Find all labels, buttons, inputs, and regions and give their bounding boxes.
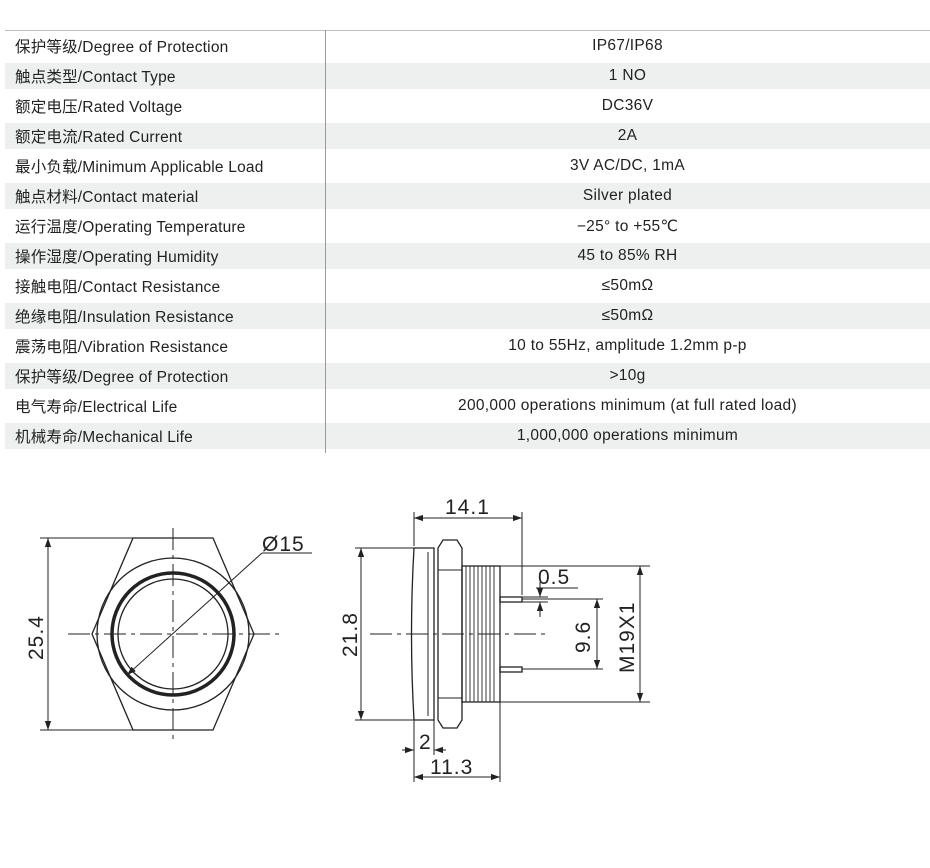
thread-label: M19X1 [616,601,639,673]
body-length-label: 11.3 [430,756,473,779]
spec-label: 最小负载/Minimum Applicable Load [15,159,264,176]
spec-row: 操作湿度/Operating Humidity 45 to 85% RH [5,243,930,269]
spec-value: DC36V [601,97,654,114]
terminal-top [499,596,523,603]
spec-value: 45 to 85% RH [577,247,678,264]
terminal-thickness-label: 0.5 [538,566,570,589]
spec-label: 电气寿命/Electrical Life [15,399,178,416]
front-diameter-label: Ø15 [262,533,305,556]
spec-label: 操作湿度/Operating Humidity [15,249,219,266]
spec-label: 机械寿命/Mechanical Life [15,429,194,446]
spec-value: ≤50mΩ [601,277,654,294]
spec-row: 额定电流/Rated Current 2A [5,123,930,149]
spec-label: 运行温度/Operating Temperature [15,219,246,236]
side-view [355,512,650,782]
spec-label: 触点类型/Contact Type [15,69,176,86]
spec-label: 接触电阻/Contact Resistance [15,279,221,296]
spec-row: 保护等级/Degree of Protection IP67/IP68 [5,33,930,59]
front-view [40,528,312,742]
diameter-leader [126,552,263,676]
spec-value: ≤50mΩ [601,307,654,324]
spec-row: 震荡电阻/Vibration Resistance 10 to 55Hz, amp… [5,333,930,359]
spec-row: 绝缘电阻/Insulation Resistance ≤50mΩ [5,303,930,329]
spec-value: 200,000 operations minimum (at full rate… [458,397,797,414]
terminal-bottom [499,666,523,673]
spec-row: 接触电阻/Contact Resistance ≤50mΩ [5,273,930,299]
hex-nut-outline [91,537,255,731]
spec-row: 运行温度/Operating Temperature −25° to +55℃ [5,213,930,239]
dimension-drawing: 25.4 Ø15 [25,496,650,782]
side-hex-nut [437,539,463,729]
spec-label: 绝缘电阻/Insulation Resistance [15,309,234,326]
spec-label: 触点材料/Contact material [15,189,199,206]
spec-value: 1,000,000 operations minimum [516,427,739,444]
spec-row: 额定电压/Rated Voltage DC36V [5,93,930,119]
spec-row: 触点类型/Contact Type 1 NO [5,63,930,89]
spec-value: 2A [617,127,638,144]
spec-value: 1 NO [608,67,647,84]
spec-label: 保护等级/Degree of Protection [15,39,229,56]
total-length-label: 14.1 [445,496,490,519]
spec-label: 保护等级/Degree of Protection [15,369,229,386]
spec-value: −25° to +55℃ [576,217,679,235]
spec-label: 额定电流/Rated Current [15,129,183,146]
spec-row: 机械寿命/Mechanical Life 1,000,000 operations… [5,423,930,449]
table-column-divider [325,30,326,453]
table-top-rule [5,30,930,31]
spec-label: 额定电压/Rated Voltage [15,99,183,116]
head-thickness-label: 2 [419,731,431,754]
spec-value: IP67/IP68 [592,37,663,54]
spec-row: 最小负载/Minimum Applicable Load 3V AC/DC, 1m… [5,153,930,179]
spec-row: 保护等级/Degree of Protection >10g [5,363,930,389]
front-height-label: 25.4 [25,615,48,660]
spec-value: >10g [609,367,646,384]
spec-row: 电气寿命/Electrical Life 200,000 operations m… [5,393,930,419]
terminal-spacing-label: 9.6 [572,621,595,653]
side-height-label: 21.8 [339,612,362,657]
spec-label: 震荡电阻/Vibration Resistance [15,339,229,356]
spec-value: 10 to 55Hz, amplitude 1.2mm p-p [508,337,747,354]
spec-row: 触点材料/Contact material Silver plated [5,183,930,209]
spec-value: 3V AC/DC, 1mA [569,157,686,174]
spec-value: Silver plated [582,187,673,204]
